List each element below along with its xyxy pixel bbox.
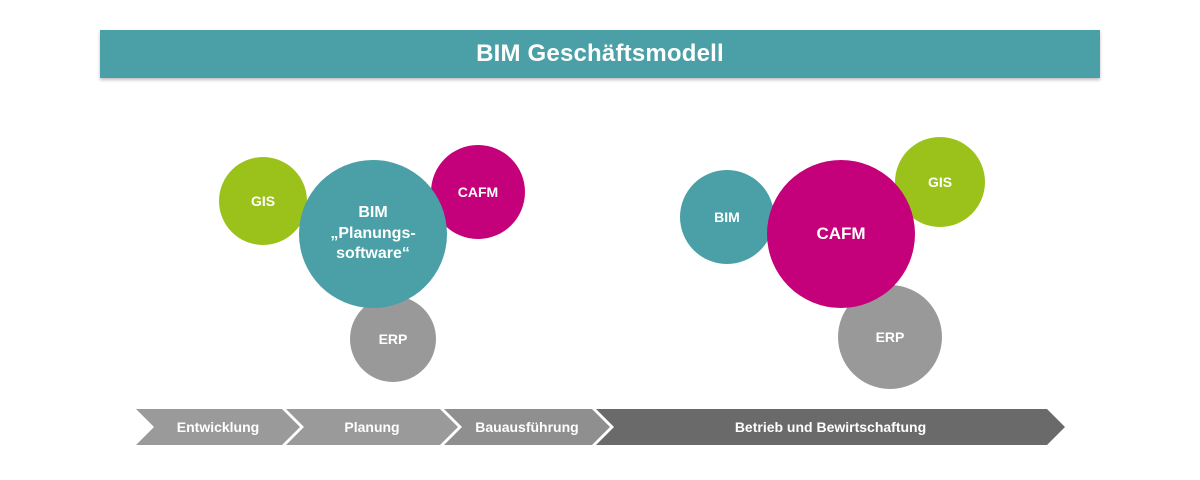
right-erp-label: ERP xyxy=(875,328,905,345)
phase-label-planung: Planung xyxy=(344,419,400,435)
title-banner: BIM Geschäftsmodell xyxy=(100,30,1100,78)
left-cafm-label: CAFM xyxy=(457,183,499,200)
left-bim-label-line3: software“ xyxy=(336,245,410,263)
left-bim-label-line2: „Planungs- xyxy=(330,224,416,242)
right-gis-label: GIS xyxy=(927,173,953,190)
phase-label-betrieb: Betrieb und Bewirtschaftung xyxy=(734,419,927,435)
right-cafm-bubble: CAFM xyxy=(767,160,915,308)
left-gis-bubble: GIS xyxy=(219,157,307,245)
diagram-title: BIM Geschäftsmodell xyxy=(476,40,724,67)
left-erp-bubble: ERP xyxy=(350,296,436,382)
right-bim-label: BIM xyxy=(714,208,740,225)
right-cafm-label: CAFM xyxy=(816,223,866,243)
left-gis-label: GIS xyxy=(250,192,276,209)
phase-label-bauausfuehrung: Bauausführung xyxy=(475,419,579,435)
left-bim-label-line1: BIM xyxy=(358,203,388,221)
left-erp-label: ERP xyxy=(378,330,408,347)
left-cafm-bubble: CAFM xyxy=(431,145,525,239)
phase-label-entwicklung: Entwicklung xyxy=(176,419,260,435)
left-bim-bubble: BIM „Planungs- software“ xyxy=(299,160,447,308)
right-erp-bubble: ERP xyxy=(838,285,942,389)
right-bim-bubble: BIM xyxy=(680,170,774,264)
